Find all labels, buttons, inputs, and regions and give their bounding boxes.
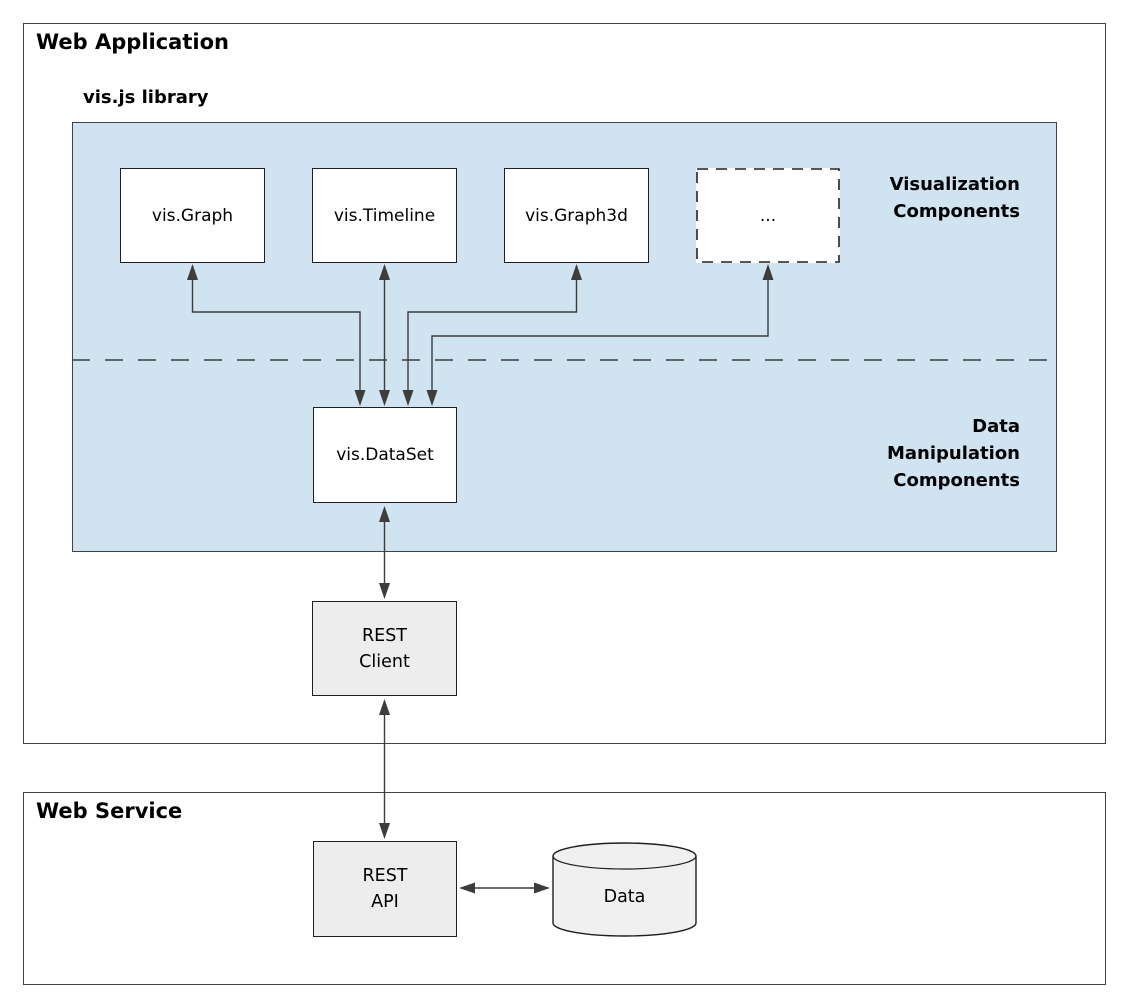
visjs-library-label: vis.js library xyxy=(83,87,209,108)
web-application-title: Web Application xyxy=(36,30,229,54)
data-store: Data xyxy=(552,842,697,937)
rest-client-box: REST Client xyxy=(312,601,457,696)
more-components-label: ... xyxy=(759,205,777,226)
vis-dataset-label: vis.DataSet xyxy=(336,445,434,465)
vis-graph-box: vis.Graph xyxy=(120,168,265,263)
data-store-label: Data xyxy=(603,886,646,907)
vis-graph3d-label: vis.Graph3d xyxy=(525,205,628,226)
vis-timeline-label: vis.Timeline xyxy=(333,205,436,226)
vis-graph-label: vis.Graph xyxy=(151,205,234,226)
visualization-components-label: Visualization Components xyxy=(889,174,1020,222)
rest-api-box: REST API xyxy=(313,841,457,937)
data-manipulation-components-label: Data Manipulation Components xyxy=(886,416,1020,491)
vis-graph3d-box: vis.Graph3d xyxy=(504,168,649,263)
vis-dataset-box: vis.DataSet xyxy=(313,407,457,503)
vis-timeline-box: vis.Timeline xyxy=(312,168,457,263)
web-service-title: Web Service xyxy=(36,799,183,823)
database-cylinder-icon xyxy=(552,842,697,937)
